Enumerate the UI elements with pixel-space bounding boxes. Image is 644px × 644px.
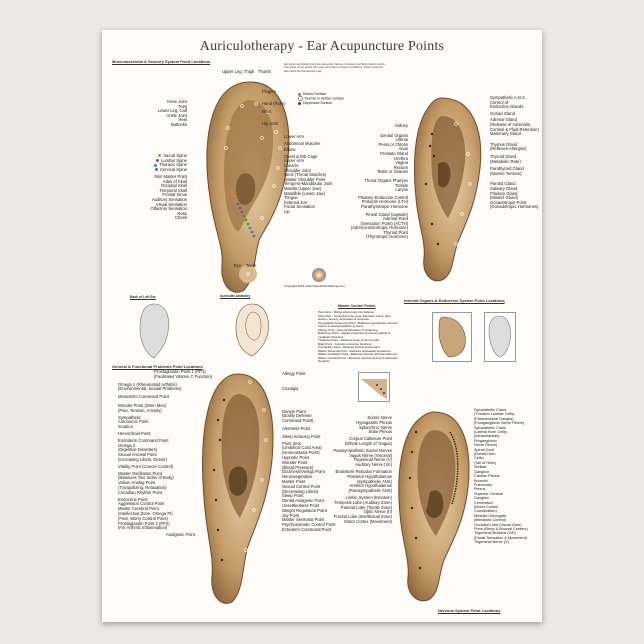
section-general-header: General & Functional Problems Point Loca… [112, 364, 203, 369]
auricular-anatomy-diagram [235, 303, 269, 357]
ear3-left-labels: Prostaglandin Point 1 (PP1)(Facilitates … [118, 369, 213, 538]
ear-internal-organs-illustration [414, 97, 482, 282]
inner-ear-diagram-box [432, 312, 472, 362]
publisher-logo-icon [312, 268, 326, 282]
ear-general-functional-illustration [202, 373, 274, 604]
ear1-right-labels: Hand (Palm)Wrist Hip Joint [262, 101, 286, 127]
lumbar-spine-icon [155, 158, 159, 162]
section-internal-header: Internal Organs & Endocrine System Point… [404, 298, 505, 303]
ear-overlay-diagram-box [484, 312, 516, 362]
ear1-spine-labels: Sacral Spine Lumbar Spine Thoracic Spine… [154, 153, 187, 172]
section-musculoskeletal-header: Musculoskeletal & Sensory System Point L… [112, 59, 211, 64]
surface-inset-diagram [361, 379, 387, 399]
ear1-top-labels: Upper Leg, Thigh Thumb [222, 69, 271, 74]
raised-surface-icon [298, 92, 301, 96]
section-nervous-header: Nervous System Point Locations [438, 608, 501, 613]
copyright-text: Copyright 2013 www.ScientificPublishing.… [284, 284, 345, 288]
hidden-surface-icon [298, 96, 303, 102]
intro-paragraph: Ear points are divided into three catego… [284, 63, 386, 73]
ear1-point-markers [224, 102, 282, 276]
ear-nervous-system-illustration [398, 411, 470, 602]
back-left-ear-header: Back of Left Ear [130, 295, 156, 299]
inner-ear-diagram [438, 316, 466, 358]
sacral-spine-icon [158, 154, 162, 158]
ear1-fingers-label: Fingers [262, 89, 276, 94]
auricular-anatomy-header: Auricular Anatomy [220, 294, 251, 298]
lumbar-spine-points [236, 202, 244, 214]
legend-depressed: Depressed Surface [303, 101, 333, 106]
sacral-spine-points [230, 190, 238, 202]
surface-inset-box [358, 372, 390, 402]
depressed-surface-icon [298, 101, 301, 105]
back-of-ear-diagram [139, 303, 169, 359]
poster-sheet: Auriculotherapy - Ear Acupuncture Points… [102, 30, 542, 622]
ear-overlay-diagram [488, 315, 511, 358]
poster-title: Auriculotherapy - Ear Acupuncture Points [199, 39, 445, 54]
master-points-list: Point Zero - Brings whole body into bala… [318, 310, 398, 363]
thoracic-spine-icon [154, 163, 158, 167]
surface-legend: Raised Surface Normal or Hidden Surface … [298, 92, 344, 105]
cervical-spine-icon [155, 168, 158, 172]
legend-raised: Raised Surface [303, 92, 327, 96]
thoracic-spine-points [242, 214, 250, 226]
cervical-spine-points [248, 226, 256, 238]
ear1-bottom-labels: Eye Teeth [234, 263, 257, 268]
legend-hidden: Normal or Hidden Surface [305, 96, 345, 101]
master-control-header: Master Control Points [338, 304, 376, 308]
ear4-right-labels: Sympathetic Chain(Thoracic Lumbar Cells)… [474, 408, 528, 545]
